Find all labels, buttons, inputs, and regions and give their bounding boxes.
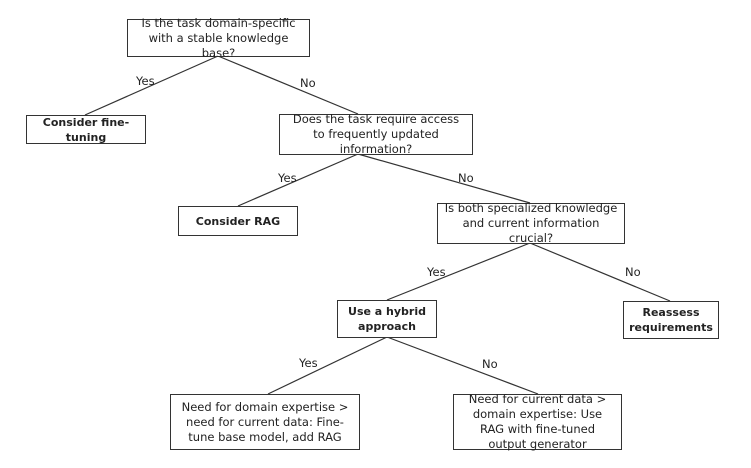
edge-q2-no	[357, 153, 531, 204]
edge-label-q2-no: No	[458, 171, 474, 185]
leaf-text: Need for current data > domain expertise…	[468, 392, 607, 451]
question-node-both-crucial: Is both specialized knowledge and curren…	[437, 201, 625, 245]
question-text: Is both specialized knowledge and curren…	[444, 201, 618, 245]
edge-hybrid-yes	[267, 336, 388, 395]
leaf-node-domain-expertise: Need for domain expertise > need for cur…	[170, 394, 360, 450]
leaf-node-current-data: Need for current data > domain expertise…	[453, 392, 622, 451]
question-node-domain-specific: Is the task domain-specific with a stabl…	[127, 16, 310, 60]
edge-label-hybrid-yes: Yes	[299, 356, 318, 370]
edge-label-q3-no: No	[625, 265, 641, 279]
edge-hybrid-no	[386, 336, 539, 395]
result-text: Consider fine-tuning	[42, 115, 130, 144]
result-text: Reassess requirements	[629, 306, 713, 334]
question-text: Does the task require access to frequent…	[292, 112, 460, 156]
edge-q3-no	[529, 242, 671, 302]
result-node-reassess-requirements: Reassess requirements	[623, 301, 719, 339]
edge-q1-no	[217, 55, 359, 115]
result-node-consider-fine-tuning: Consider fine-tuning	[26, 115, 146, 144]
question-text: Is the task domain-specific with a stabl…	[141, 15, 296, 60]
result-node-consider-rag: Consider RAG	[178, 206, 298, 236]
edge-q1-yes	[84, 55, 219, 116]
edge-q3-yes	[386, 242, 531, 301]
edge-label-q3-yes: Yes	[427, 265, 446, 279]
edge-label-q2-yes: Yes	[278, 171, 297, 185]
result-text: Use a hybrid approach	[348, 305, 426, 333]
edge-label-q1-yes: Yes	[136, 74, 155, 88]
result-text: Consider RAG	[195, 214, 281, 228]
result-node-hybrid-approach: Use a hybrid approach	[337, 300, 437, 338]
edge-label-q1-no: No	[300, 76, 316, 90]
edge-q2-yes	[237, 153, 359, 207]
question-node-frequently-updated: Does the task require access to frequent…	[279, 112, 473, 156]
leaf-text: Need for domain expertise > need for cur…	[181, 399, 349, 444]
edge-label-hybrid-no: No	[482, 357, 498, 371]
